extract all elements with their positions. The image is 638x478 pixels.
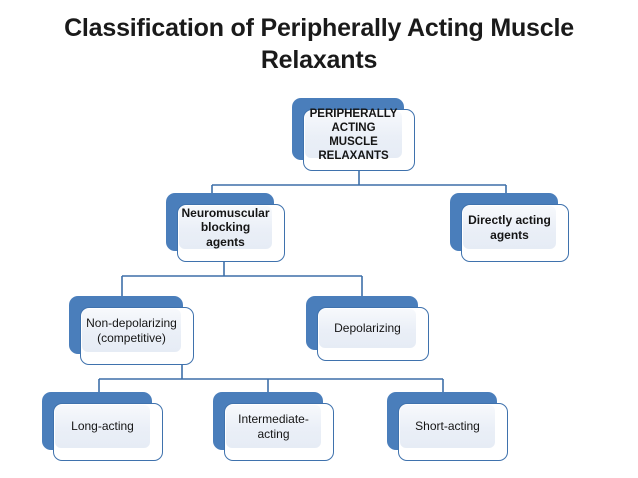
node-label-panel: Directly acting agents [463, 206, 556, 249]
node-label-panel: Intermediate- acting [226, 405, 321, 448]
node-label-panel: Neuromuscular blocking agents [179, 206, 272, 249]
node-label-panel: PERIPHERALLY ACTING MUSCLE RELAXANTS [305, 108, 402, 162]
node-label: Depolarizing [334, 321, 401, 336]
node-label-panel: Long-acting [55, 405, 150, 448]
node-label: Short-acting [415, 419, 480, 434]
node-label-panel: Non-depolarizing (competitive) [82, 309, 181, 352]
node-label: Intermediate- acting [238, 412, 309, 441]
node-label-panel: Depolarizing [319, 309, 416, 348]
node-label: Long-acting [71, 419, 134, 434]
node-label-panel: Short-acting [400, 405, 495, 448]
node-label: Directly acting agents [468, 213, 551, 242]
node-label: Neuromuscular blocking agents [181, 205, 270, 249]
page-title: Classification of Peripherally Acting Mu… [64, 14, 574, 74]
node-label: PERIPHERALLY ACTING MUSCLE RELAXANTS [309, 107, 398, 162]
node-label: Non-depolarizing (competitive) [86, 316, 177, 345]
